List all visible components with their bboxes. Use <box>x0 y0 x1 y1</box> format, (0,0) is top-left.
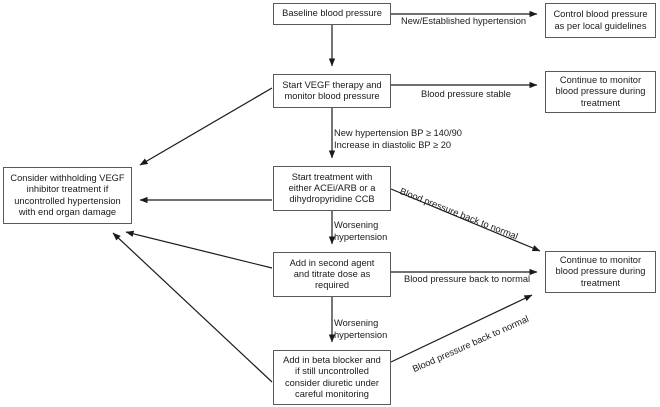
node-control-blood-pressure[interactable]: Control blood pressure as per local guid… <box>545 3 656 38</box>
node-add-second-agent[interactable]: Add in second agent and titrate dose as … <box>273 252 391 297</box>
edge-label-bp-back-to-normal-diagonal-bottom: Blood pressure back to normal <box>411 313 531 375</box>
node-start-treatment-acei-arb[interactable]: Start treatment with either ACEi/ARB or … <box>273 166 391 211</box>
node-add-second-agent-label: Add in second agent and titrate dose as … <box>289 257 375 291</box>
node-continue-to-monitor-1[interactable]: Continue to monitor blood pressure durin… <box>545 71 656 113</box>
edge-beta-blocker-to-withhold <box>112 232 273 383</box>
edge-label-worsening-hypertension-1: Worsening hypertension <box>334 220 388 242</box>
edge-label-bp-back-to-normal-horizontal: Blood pressure back to normal <box>404 274 531 284</box>
edge-label-bp-back-to-normal-diagonal-top: Blood pressure back to normal <box>398 186 520 242</box>
node-start-treatment-acei-arb-label: Start treatment with either ACEi/ARB or … <box>288 171 376 205</box>
edge-second-agent-to-withhold <box>125 230 273 269</box>
edge-start-vegf-to-withhold <box>139 87 273 166</box>
node-consider-withholding-vegf[interactable]: Consider withholding VEGF inhibitor trea… <box>3 167 132 224</box>
node-baseline-blood-pressure[interactable]: Baseline blood pressure <box>273 3 391 25</box>
node-continue-to-monitor-2[interactable]: Continue to monitor blood pressure durin… <box>545 251 656 293</box>
edge-label-new-established-hypertension: New/Established hypertension <box>401 16 527 26</box>
node-consider-withholding-vegf-label: Consider withholding VEGF inhibitor trea… <box>10 172 125 217</box>
node-baseline-blood-pressure-label: Baseline blood pressure <box>282 8 382 19</box>
edge-label-blood-pressure-stable: Blood pressure stable <box>421 89 511 99</box>
edge-label-worsening-hypertension-2: Worsening hypertension <box>334 318 388 340</box>
node-add-beta-blocker[interactable]: Add in beta blocker and if still uncontr… <box>273 350 391 405</box>
edge-label-new-hypertension-thresholds: New hypertension BP ≥ 140/90 Increase in… <box>334 128 462 150</box>
node-add-beta-blocker-label: Add in beta blocker and if still uncontr… <box>283 354 381 399</box>
node-control-blood-pressure-label: Control blood pressure as per local guid… <box>553 9 648 31</box>
node-start-vegf-therapy-label: Start VEGF therapy and monitor blood pre… <box>282 79 382 101</box>
node-continue-to-monitor-2-label: Continue to monitor blood pressure durin… <box>555 255 646 288</box>
node-start-vegf-therapy[interactable]: Start VEGF therapy and monitor blood pre… <box>273 74 391 108</box>
node-continue-to-monitor-1-label: Continue to monitor blood pressure durin… <box>555 75 646 108</box>
